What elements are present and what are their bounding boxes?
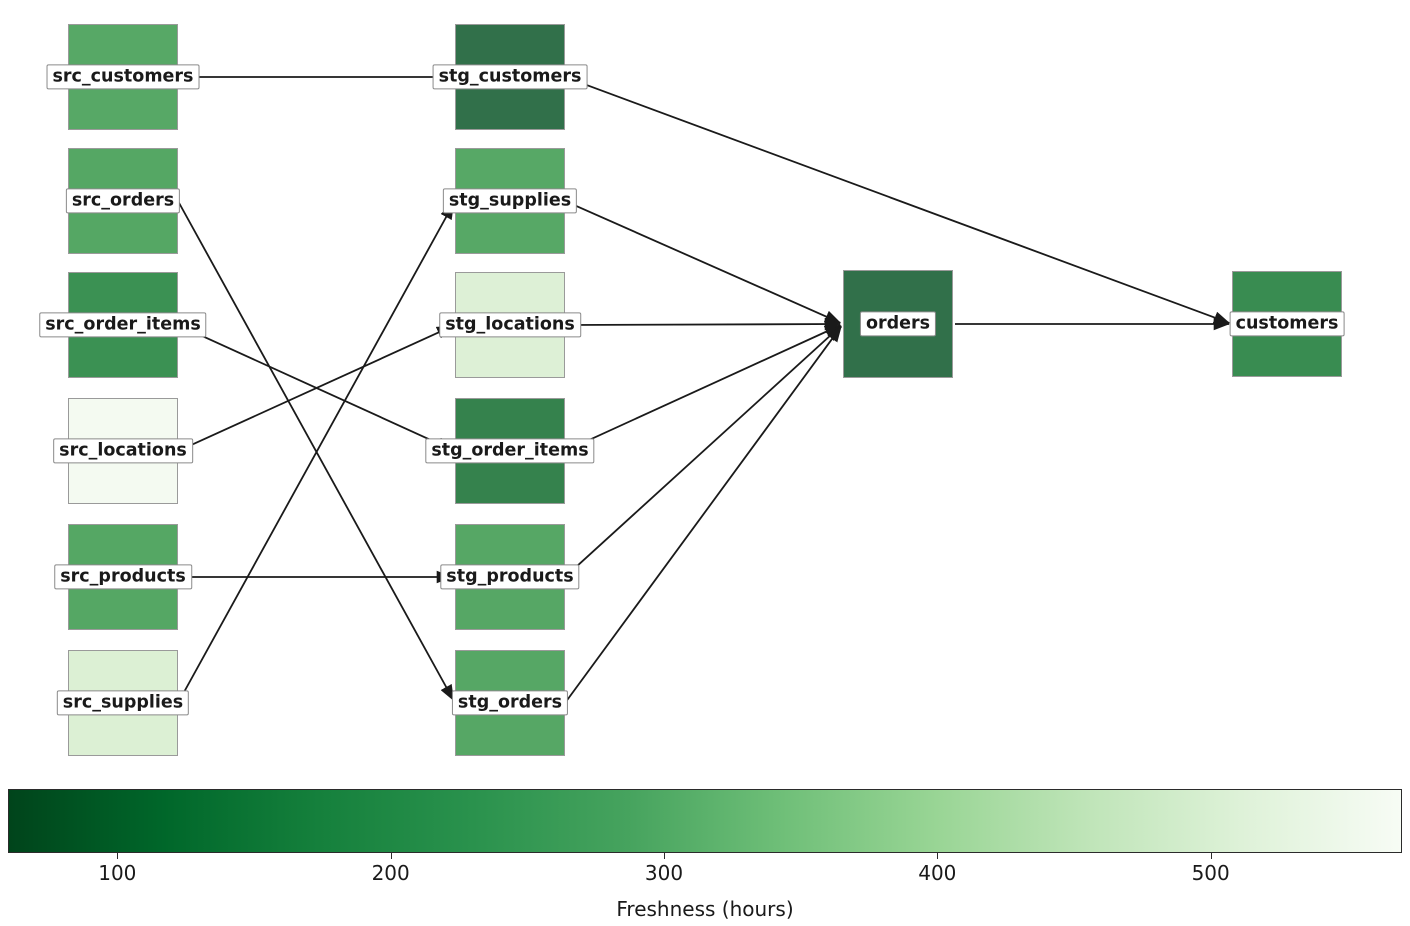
edge-stg_orders-to-orders [565, 325, 842, 702]
node-label-src_locations: src_locations [53, 438, 193, 464]
node-label-customers: customers [1229, 311, 1345, 337]
colorbar-tick [1210, 853, 1212, 859]
colorbar-tick-label: 300 [644, 861, 684, 885]
colorbar-gradient [8, 789, 1402, 853]
node-stg_supplies[interactable]: stg_supplies [442, 148, 578, 254]
node-src_supplies[interactable]: src_supplies [56, 650, 190, 756]
colorbar-tick [937, 853, 939, 859]
colorbar-tick-label: 500 [1191, 861, 1230, 885]
edge-src_orders-to-stg_orders [178, 202, 455, 702]
colorbar-tick-label: 400 [918, 861, 957, 885]
colorbar-tick [664, 853, 665, 859]
node-stg_order_items[interactable]: stg_order_items [425, 398, 595, 504]
node-src_order_items[interactable]: src_order_items [39, 272, 207, 378]
node-label-src_products: src_products [54, 564, 192, 590]
edge-paths [178, 76, 1231, 702]
edge-src_locations-to-stg_locations [179, 325, 454, 451]
node-src_products[interactable]: src_products [54, 524, 192, 630]
colorbar-tick [390, 853, 392, 859]
node-stg_orders[interactable]: stg_orders [451, 650, 569, 756]
colorbar-tick-label: 200 [371, 861, 410, 885]
node-src_locations[interactable]: src_locations [53, 398, 193, 504]
node-src_orders[interactable]: src_orders [65, 148, 181, 254]
node-stg_locations[interactable]: stg_locations [439, 272, 581, 378]
node-label-src_customers: src_customers [46, 64, 200, 90]
edge-stg_locations-to-orders [566, 317, 841, 331]
node-label-stg_orders: stg_orders [451, 690, 569, 716]
node-label-stg_customers: stg_customers [432, 64, 588, 90]
node-label-src_order_items: src_order_items [39, 312, 207, 338]
node-customers[interactable]: customers [1229, 271, 1345, 377]
node-label-stg_order_items: stg_order_items [425, 438, 595, 464]
edge-stg_supplies-to-orders [566, 200, 842, 324]
edge-layer [178, 76, 1231, 702]
edge-src_supplies-to-stg_supplies [178, 202, 455, 702]
node-label-stg_locations: stg_locations [439, 312, 581, 338]
colorbar-tick-label: 100 [98, 861, 137, 885]
edge-stg_order_items-to-orders [566, 324, 842, 451]
colorbar-tick [117, 853, 119, 859]
colorbar: 100 200 300 400 500 Freshness (hours) [8, 789, 1402, 926]
node-orders[interactable]: orders [843, 270, 953, 378]
node-src_customers[interactable]: src_customers [46, 24, 200, 130]
node-label-src_orders: src_orders [65, 188, 181, 214]
edge-stg_products-to-orders [565, 325, 842, 577]
node-label-stg_supplies: stg_supplies [442, 188, 578, 214]
colorbar-axis-label: Freshness (hours) [616, 897, 794, 921]
node-label-orders: orders [859, 311, 937, 337]
node-label-src_supplies: src_supplies [56, 690, 190, 716]
node-label-stg_products: stg_products [440, 564, 580, 590]
node-stg_customers[interactable]: stg_customers [432, 24, 588, 130]
edge-src_order_items-to-stg_order_items [179, 325, 454, 451]
node-stg_products[interactable]: stg_products [440, 524, 580, 630]
